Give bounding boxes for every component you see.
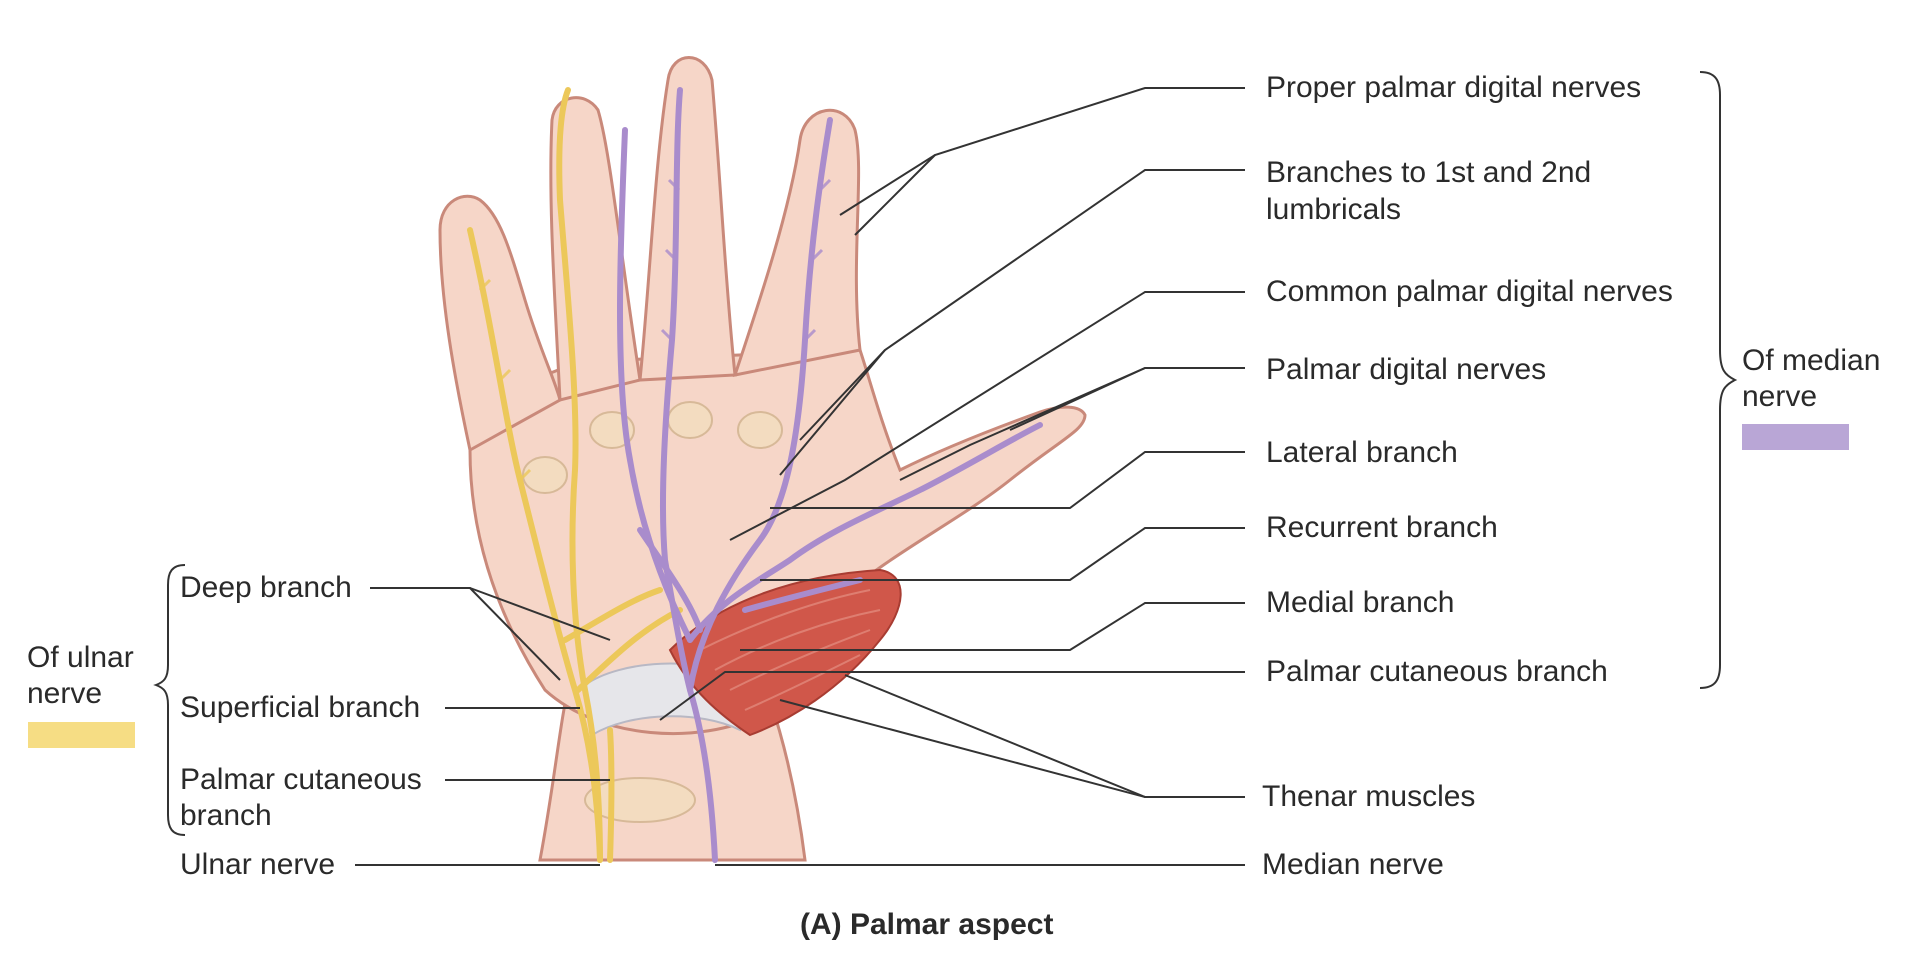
thenar-muscles-shape	[668, 568, 902, 737]
label-thenar-muscles: Thenar muscles	[1262, 780, 1476, 813]
ulnar-nerve-paths	[467, 87, 683, 863]
little-finger-shape	[438, 194, 562, 453]
label-palmar-cutaneous-branch-median: Palmar cutaneous branch	[1266, 655, 1608, 688]
label-lateral-branch: Lateral branch	[1266, 436, 1458, 469]
leader-lines	[355, 87, 1245, 866]
label-palmar-cutaneous-line1: Palmar cutaneous	[180, 763, 422, 796]
ulnar-bracket	[153, 564, 186, 836]
label-recurrent-branch: Recurrent branch	[1266, 511, 1498, 544]
label-branches-lumbricals-line2: lumbricals	[1266, 193, 1402, 226]
label-proper-palmar-digital-nerves: Proper palmar digital nerves	[1266, 71, 1642, 104]
label-palmar-digital-nerves: Palmar digital nerves	[1266, 353, 1547, 386]
label-deep-branch: Deep branch	[180, 571, 352, 604]
index-finger-shape	[732, 108, 862, 377]
ulnar-group-label-line1: Of ulnar	[27, 641, 134, 674]
ulnar-group-label-line2: nerve	[27, 677, 103, 710]
median-group-label-line1: Of median	[1742, 344, 1881, 377]
ulnar-color-swatch	[28, 722, 135, 748]
label-palmar-cutaneous-line2: branch	[180, 799, 272, 832]
label-median-nerve: Median nerve	[1262, 848, 1444, 881]
median-bracket	[1699, 71, 1738, 689]
label-branches-lumbricals-line1: Branches to 1st and 2nd	[1266, 156, 1592, 189]
label-superficial-branch: Superficial branch	[180, 691, 421, 724]
middle-finger-shape	[638, 56, 737, 382]
figure-caption: (A) Palmar aspect	[800, 908, 1054, 941]
label-common-palmar-digital-nerves: Common palmar digital nerves	[1266, 275, 1673, 308]
median-nerve-paths	[617, 87, 1043, 863]
label-ulnar-nerve: Ulnar nerve	[180, 848, 336, 881]
label-medial-branch: Medial branch	[1266, 586, 1455, 619]
median-color-swatch	[1742, 424, 1849, 450]
median-group-label-line2: nerve	[1742, 380, 1818, 413]
